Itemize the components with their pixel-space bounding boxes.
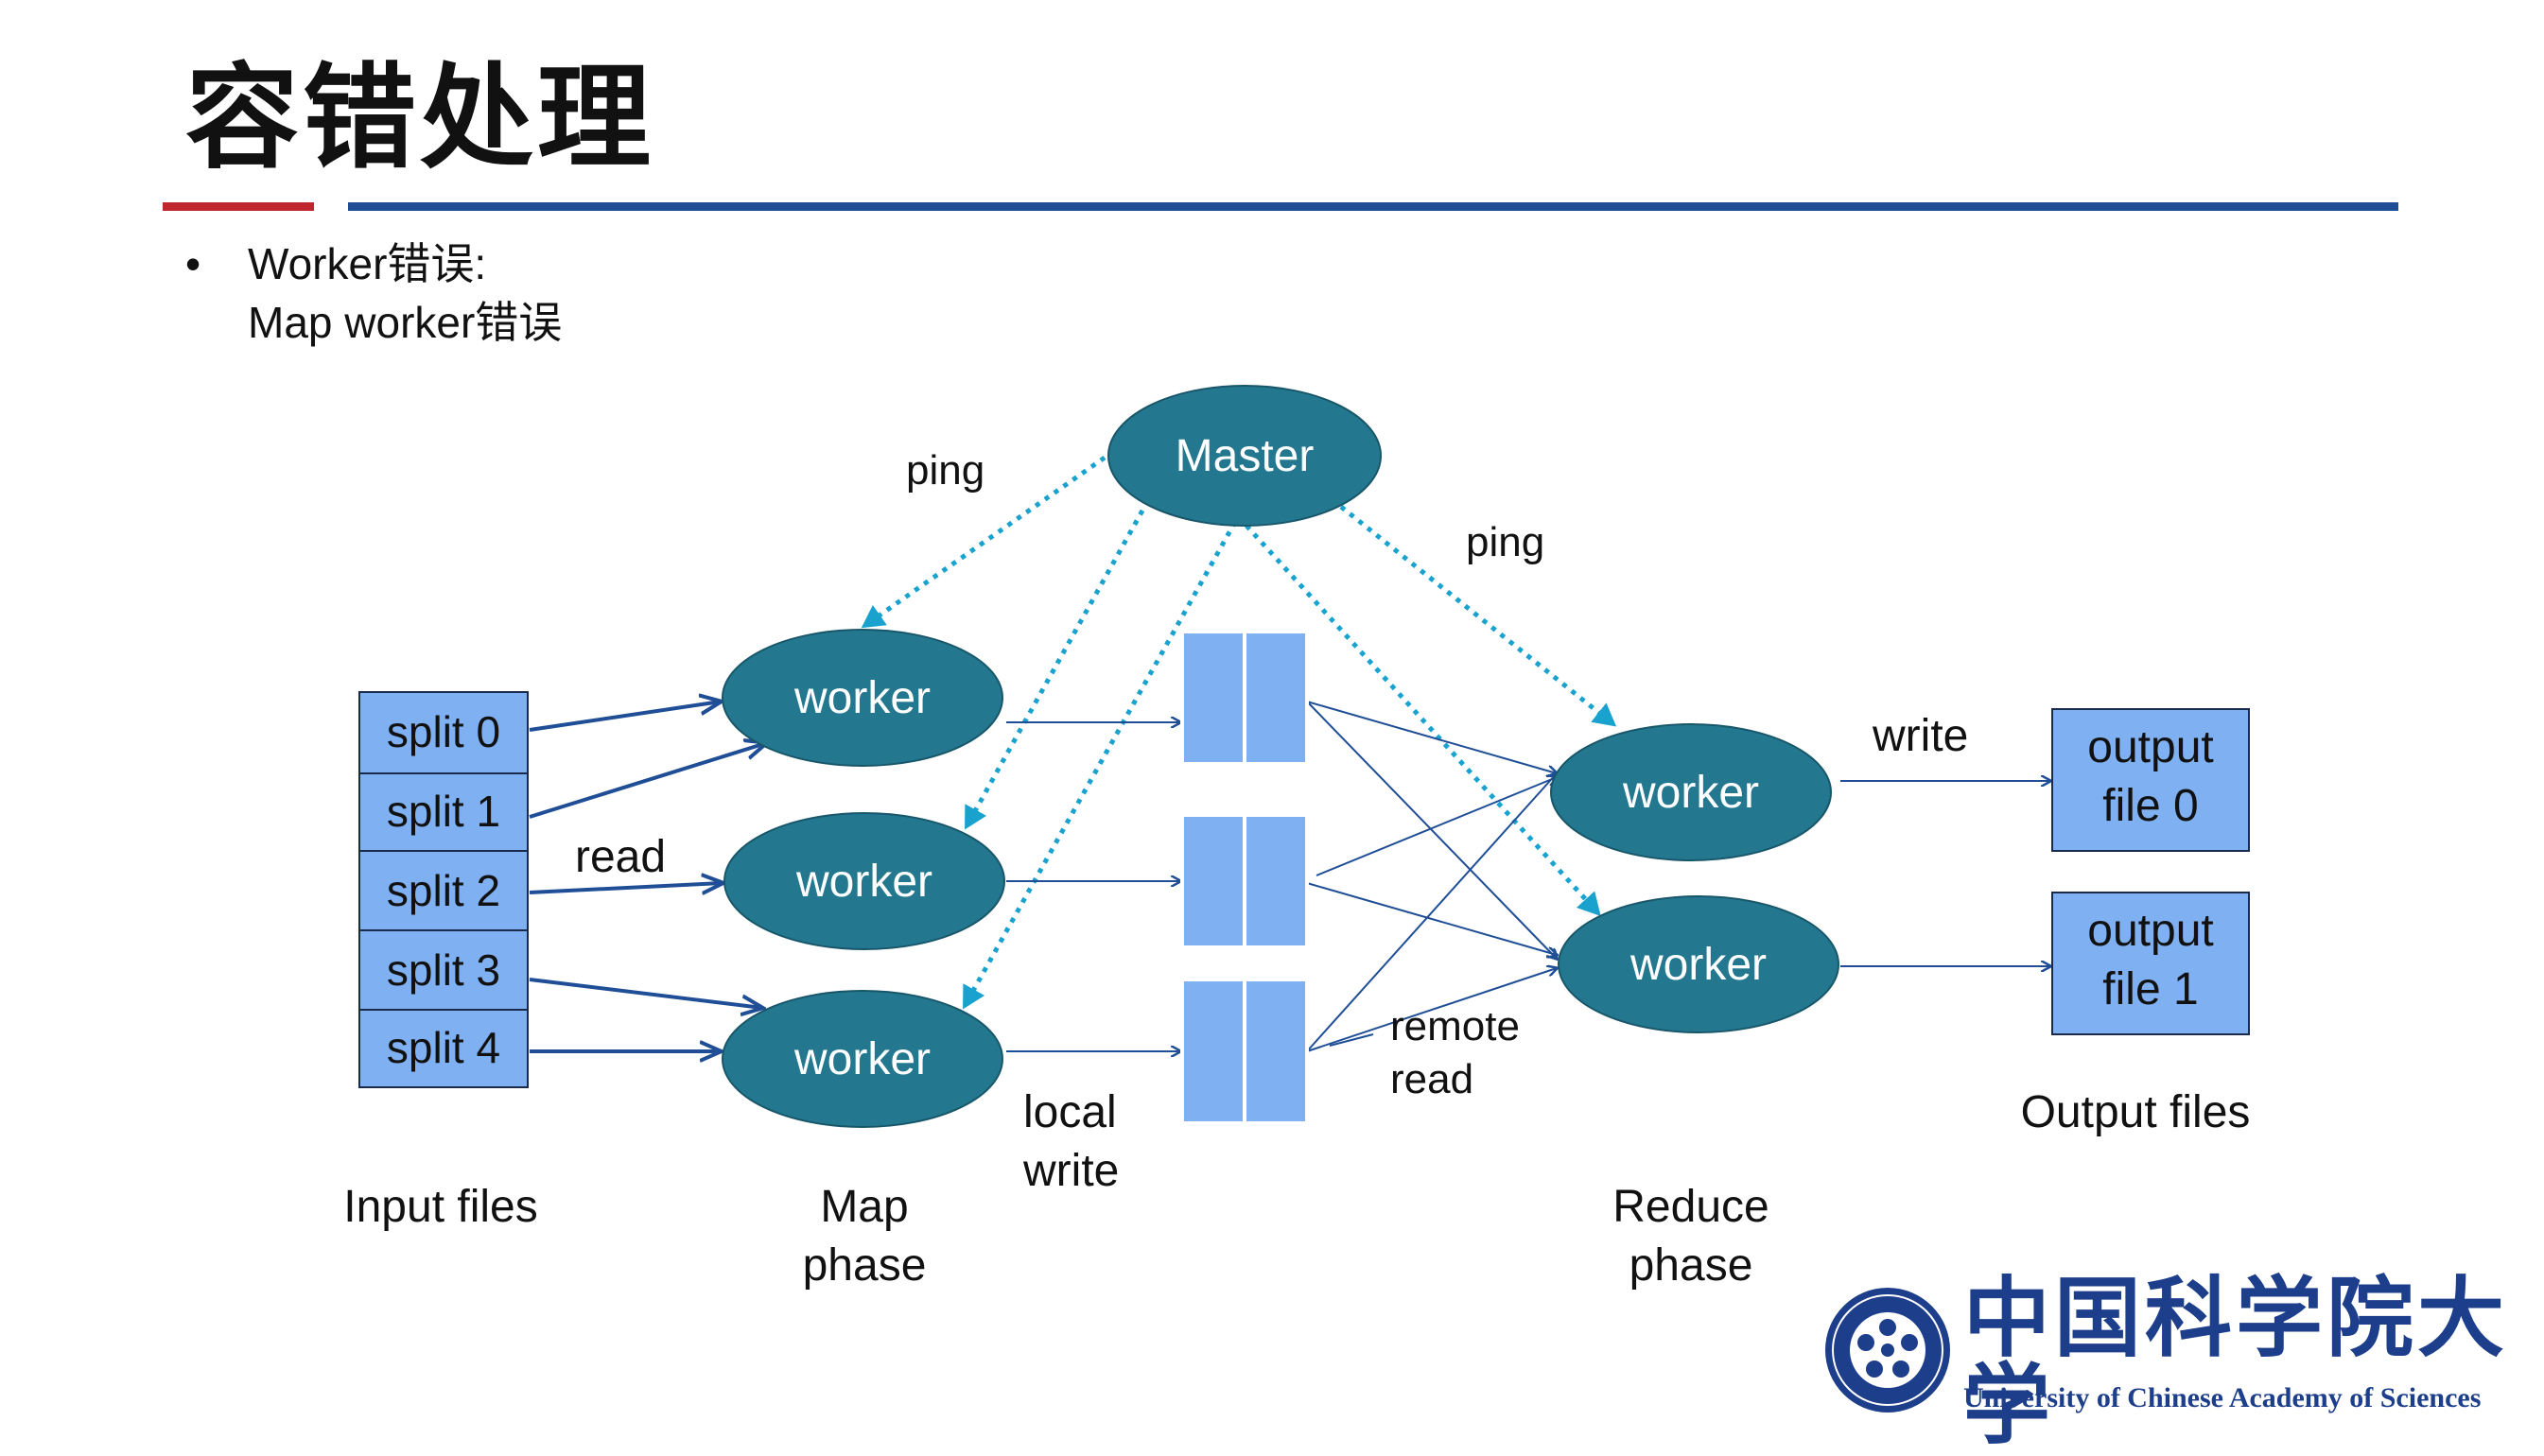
bullet-dot: • (185, 239, 201, 288)
remote-read-callout (1329, 1033, 1374, 1047)
ping-arrow-map-worker-1 (861, 455, 1106, 629)
map-label: Map (820, 1182, 908, 1232)
logo-name-chinese: 中国科学院大学 (1963, 1267, 2509, 1456)
split-3: split 3 (358, 929, 529, 1011)
ping-label-right: ping (1466, 519, 1544, 565)
ping-arrow-reduce-worker-1 (1339, 505, 1617, 727)
split-1: split 1 (358, 772, 529, 852)
split-label: split 4 (387, 1023, 500, 1072)
split-0: split 0 (358, 691, 529, 774)
output-file-0: output file 0 (2051, 708, 2250, 852)
bullet-item: • Worker错误: (185, 234, 562, 293)
read-arrow-split-1 (529, 743, 766, 819)
output-label-line1: output (2087, 906, 2213, 956)
remote-read-arrow-6 (1306, 968, 1557, 1052)
split-4: split 4 (358, 1009, 529, 1088)
remote-read-arrow-4 (1306, 882, 1557, 955)
input-files-label: Input files (343, 1182, 537, 1232)
title-rule-red (163, 202, 314, 211)
local-label: local (1023, 1087, 1117, 1137)
intermediate-file (1180, 630, 1246, 766)
master-node: Master (1107, 385, 1382, 527)
title-rule-blue (348, 202, 2398, 211)
logo-name-english: University of Chinese Academy of Science… (1963, 1382, 2482, 1413)
remote-read-arrow-5 (1306, 773, 1557, 1052)
intermediate-file (1243, 978, 1309, 1125)
remote-read-arrow-2 (1306, 701, 1557, 959)
map-worker-2: worker (723, 812, 1005, 950)
diagram-labels: ping ping read local write remote read w… (343, 447, 2250, 1291)
local-write-label: write (1022, 1146, 1119, 1196)
master-label: Master (1176, 431, 1315, 481)
university-seal-icon (1825, 1288, 1950, 1413)
split-label: split 1 (387, 787, 500, 836)
remote-read-arrows (1306, 701, 1557, 1052)
ping-arrow-map-worker-3 (962, 520, 1238, 1010)
intermediate-file (1180, 978, 1246, 1125)
intermediate-file (1180, 813, 1246, 949)
worker-label: worker (1622, 768, 1759, 818)
reduce-label: Reduce (1612, 1182, 1769, 1232)
split-label: split 0 (387, 707, 500, 756)
output-label-line1: output (2087, 722, 2213, 772)
ping-arrow-map-worker-2 (964, 509, 1145, 830)
reduce-worker-2: worker (1558, 895, 1839, 1033)
map-worker-3: worker (722, 990, 1003, 1128)
bullet-list: • Worker错误: Map worker错误 (185, 234, 562, 352)
worker-label: worker (793, 673, 931, 723)
intermediate-file (1243, 630, 1309, 766)
split-label: split 2 (387, 866, 500, 915)
output-label-line2: file 1 (2102, 964, 2198, 1014)
read-arrow-split-2 (529, 883, 723, 893)
intermediate-files (1180, 630, 1309, 1125)
read-label: read (575, 832, 666, 882)
worker-label: worker (793, 1034, 931, 1084)
ping-label-left: ping (906, 447, 984, 494)
slide-title: 容错处理 (185, 53, 654, 184)
map-worker-1: worker (722, 629, 1003, 767)
read-arrows (529, 702, 766, 1051)
input-splits: split 0 split 1 split 2 split 3 split 4 (358, 691, 529, 1088)
output-files-label: Output files (2021, 1087, 2251, 1137)
map-phase-label: phase (803, 1240, 927, 1291)
worker-label: worker (795, 857, 932, 907)
output-file-1: output file 1 (2051, 892, 2250, 1035)
remote-read-arrow-3 (1316, 777, 1557, 876)
bullet-subtext: Map worker错误 (248, 298, 563, 347)
ping-arrows (861, 455, 1617, 1010)
remote-read-arrow-1 (1306, 701, 1557, 773)
write-label: write (1872, 711, 1968, 761)
worker-label: worker (1629, 940, 1767, 990)
intermediate-file (1243, 813, 1309, 949)
local-write-arrows (1006, 722, 1180, 1051)
output-label-line2: file 0 (2102, 781, 2198, 831)
ping-arrow-reduce-worker-2 (1245, 524, 1601, 916)
reduce-phase-label: phase (1629, 1240, 1753, 1291)
read-arrow-split-0 (529, 702, 721, 732)
read-arrow-split-3 (529, 978, 762, 1008)
remote-read-label: read (1390, 1056, 1473, 1102)
bullet-text: Worker错误: (248, 239, 487, 288)
reduce-worker-1: worker (1550, 723, 1832, 861)
remote-label: remote (1390, 1003, 1520, 1049)
split-label: split 3 (387, 945, 500, 995)
split-2: split 2 (358, 850, 529, 931)
output-write-arrows (1840, 781, 2050, 966)
